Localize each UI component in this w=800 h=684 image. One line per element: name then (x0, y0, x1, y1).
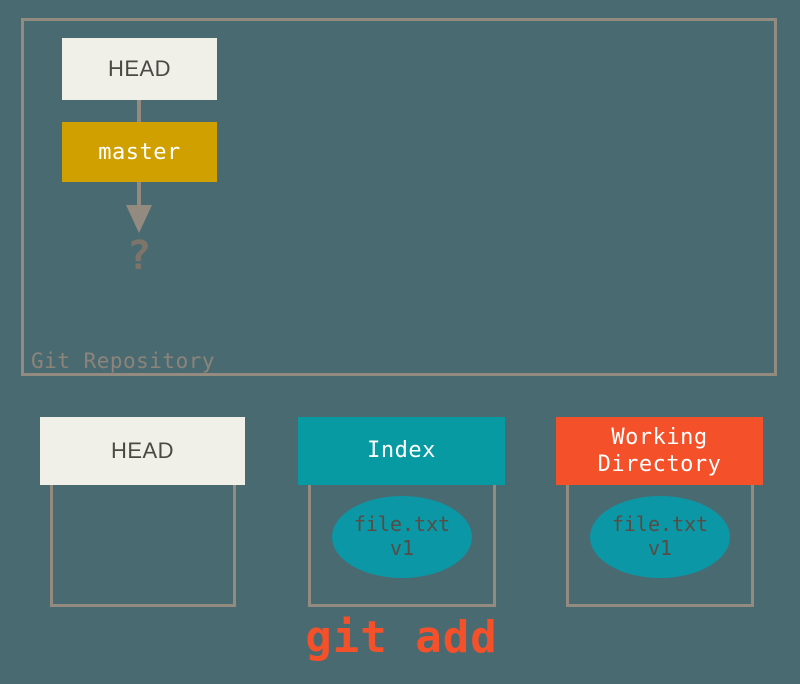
master-to-commit-arrow-head-icon (126, 205, 152, 233)
area-working-directory-file-version: v1 (647, 536, 673, 560)
unknown-commit-marker: ? (126, 233, 152, 279)
repository-master-branch: master (62, 122, 217, 182)
area-index-file-version: v1 (389, 536, 415, 560)
repository-head-ref: HEAD (62, 38, 217, 100)
area-working-directory-title-line2: Directory (597, 452, 722, 477)
area-working-directory-title-line1: Working (611, 424, 708, 450)
area-head-body (50, 485, 236, 607)
git-repository-frame (21, 18, 777, 376)
git-repository-caption: Git Repository (31, 349, 216, 373)
area-head-title: HEAD (40, 417, 245, 485)
command-caption: git add (305, 612, 498, 663)
area-working-directory: Working Directory file.txt v1 (556, 417, 763, 607)
area-index-title: Index (298, 417, 505, 485)
area-working-directory-file-blob: file.txt v1 (590, 496, 730, 578)
area-index: Index file.txt v1 (298, 417, 505, 607)
area-working-directory-file-name: file.txt (611, 512, 709, 537)
master-to-commit-arrow-shaft (137, 182, 141, 207)
head-to-master-connector (137, 100, 141, 122)
area-working-directory-title: Working Directory (556, 417, 763, 485)
area-index-file-blob: file.txt v1 (332, 496, 472, 578)
area-working-directory-body (566, 485, 754, 607)
area-index-file-name: file.txt (353, 512, 451, 537)
area-head: HEAD (40, 417, 245, 607)
area-index-body (308, 485, 496, 607)
